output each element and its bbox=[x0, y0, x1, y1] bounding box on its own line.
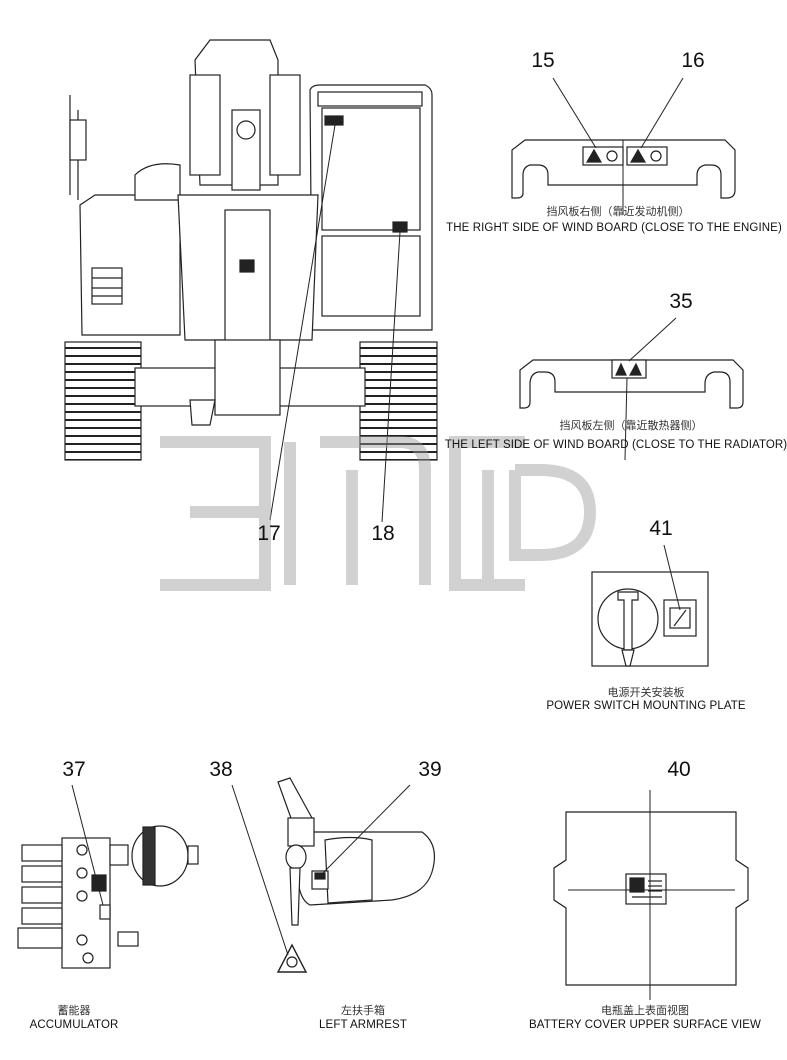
cab-label-18 bbox=[392, 221, 408, 233]
left-track bbox=[64, 341, 142, 461]
excavator-front-view bbox=[64, 39, 438, 461]
callout-16: 16 bbox=[681, 49, 705, 72]
callout-17: 17 bbox=[257, 522, 281, 545]
leader-lines-17-18 bbox=[269, 124, 401, 523]
caption-wind-right-zh: 挡风板右侧（靠近发动机侧） bbox=[546, 205, 690, 218]
watermark-logo bbox=[160, 436, 597, 591]
caption-wind-left-zh: 挡风板左侧（靠近散热器侧） bbox=[559, 419, 703, 432]
caption-wind-right-en: THE RIGHT SIDE OF WIND BOARD (CLOSE TO T… bbox=[446, 222, 782, 234]
grille bbox=[91, 267, 123, 305]
caption-battery-en: BATTERY COVER UPPER SURFACE VIEW bbox=[529, 1019, 761, 1031]
caption-battery-zh: 电瓶盖上表面视图 bbox=[601, 1004, 689, 1017]
callout-18: 18 bbox=[371, 522, 395, 545]
wind-board-right bbox=[511, 77, 736, 215]
engine-hood bbox=[79, 194, 181, 336]
caption-armrest-en: LEFT ARMREST bbox=[319, 1019, 407, 1031]
caption-accumulator-zh: 蓄能器 bbox=[57, 1004, 91, 1017]
caption-power-zh: 电源开关安装板 bbox=[607, 686, 685, 699]
caption-wind-left-en: THE LEFT SIDE OF WIND BOARD (CLOSE TO TH… bbox=[444, 439, 787, 451]
wind-board-left bbox=[519, 317, 744, 461]
cab-label-17 bbox=[324, 115, 344, 126]
caption-armrest-zh: 左扶手箱 bbox=[341, 1004, 385, 1017]
caption-power-en: POWER SWITCH MOUNTING PLATE bbox=[546, 700, 746, 712]
callout-37: 37 bbox=[62, 758, 86, 781]
battery-cover bbox=[553, 790, 749, 1000]
callout-35: 35 bbox=[669, 290, 693, 313]
power-switch-plate bbox=[591, 544, 709, 667]
callout-40: 40 bbox=[667, 758, 691, 781]
callout-39: 39 bbox=[418, 758, 442, 781]
accumulator bbox=[17, 784, 199, 969]
caption-accumulator-en: ACCUMULATOR bbox=[29, 1019, 119, 1031]
callout-38: 38 bbox=[209, 758, 233, 781]
callout-41: 41 bbox=[649, 517, 673, 540]
callout-15: 15 bbox=[531, 49, 555, 72]
right-track bbox=[359, 341, 438, 461]
left-armrest bbox=[231, 777, 435, 973]
